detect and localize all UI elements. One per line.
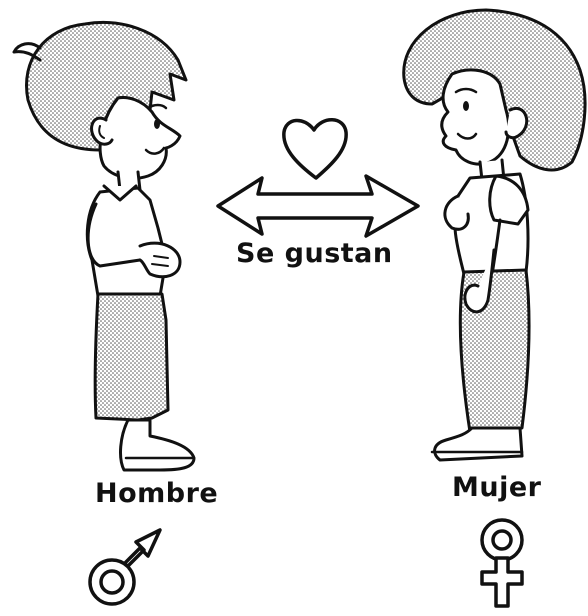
female-symbol-icon	[480, 518, 524, 608]
double-arrow-icon	[216, 174, 420, 238]
male-symbol-icon	[88, 528, 162, 606]
woman-label: Mujer	[452, 472, 542, 503]
man-pants	[93, 292, 170, 422]
man-label: Hombre	[95, 478, 219, 509]
man-face	[98, 96, 182, 180]
heart-icon	[282, 118, 348, 180]
woman-figure	[402, 8, 587, 462]
relation-label: Se gustan	[236, 238, 393, 269]
man-hair	[25, 21, 188, 152]
man-shoe	[119, 418, 196, 472]
woman-face	[440, 68, 511, 166]
man-figure	[12, 21, 196, 472]
woman-shoe	[433, 426, 524, 462]
